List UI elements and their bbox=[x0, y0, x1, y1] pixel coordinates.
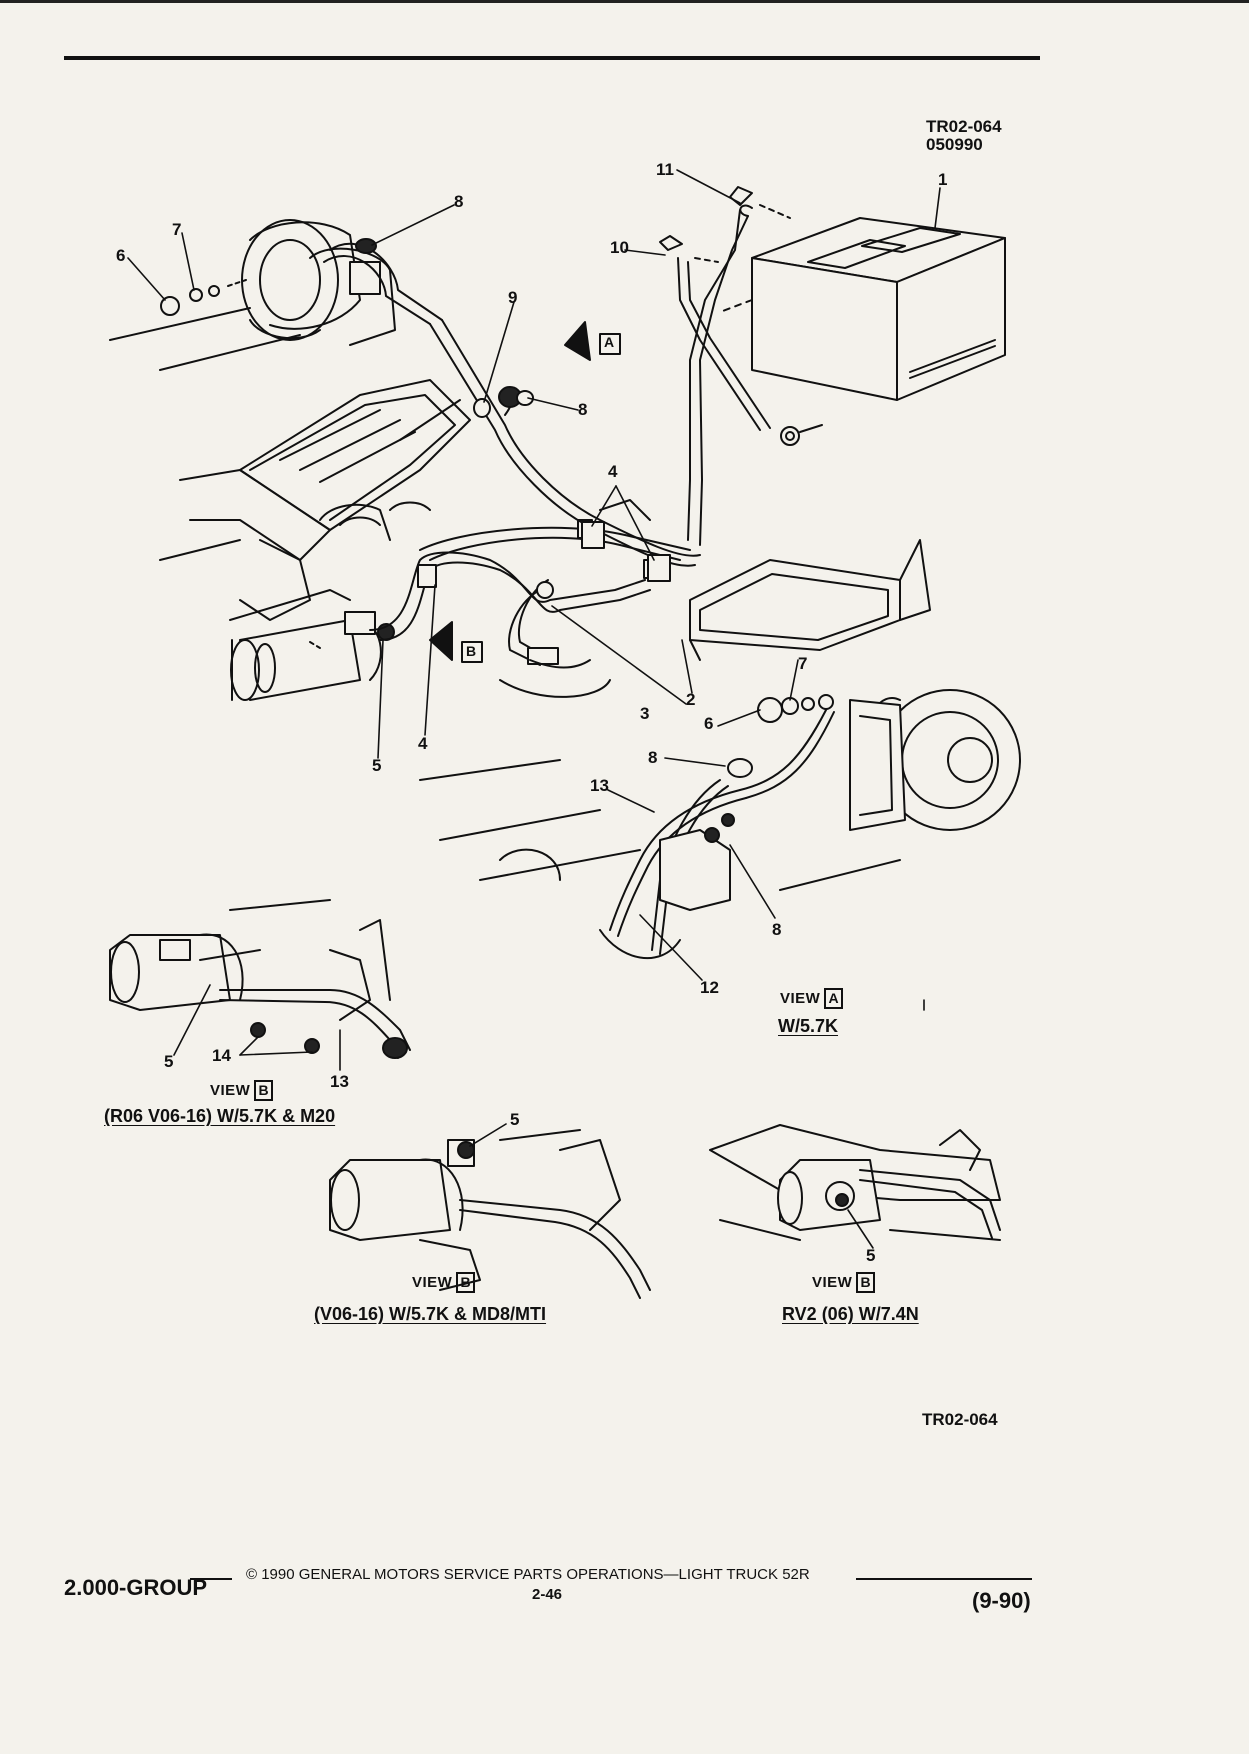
figure-reference-bottom: TR02-064 bbox=[922, 1410, 998, 1429]
footer-copyright: © 1990 GENERAL MOTORS SERVICE PARTS OPER… bbox=[246, 1566, 810, 1583]
callout-2: 2 bbox=[686, 690, 696, 709]
callout-7-right: 7 bbox=[798, 654, 808, 673]
view-b-m20-caption: (R06 V06-16) W/5.7K & M20 bbox=[104, 1106, 336, 1126]
view-a-letter-box: A bbox=[824, 988, 844, 1009]
view-a-caption: W/5.7K bbox=[778, 1016, 839, 1036]
engine-block-drawing bbox=[159, 379, 471, 621]
footer-page-number: 2-46 bbox=[532, 1586, 563, 1603]
callout-8-mid: 8 bbox=[578, 400, 588, 419]
lower-alternator-drawing bbox=[739, 689, 1021, 891]
view-b-md8-letter-box: B bbox=[456, 1272, 476, 1293]
footer-rule-right bbox=[856, 1578, 1032, 1580]
upper-alternator-drawing bbox=[109, 219, 443, 371]
view-b-md8-word: VIEW bbox=[412, 1274, 453, 1291]
footer-rule-left bbox=[190, 1578, 232, 1580]
figure-reference-code: TR02-064 bbox=[926, 117, 1002, 136]
view-b-rv2-caption: RV2 (06) W/7.4N bbox=[782, 1304, 919, 1324]
callout-6-top: 6 bbox=[116, 246, 126, 265]
callout-1: 1 bbox=[938, 170, 948, 189]
callout-9: 9 bbox=[508, 288, 518, 307]
callout-13-right: 13 bbox=[590, 776, 609, 795]
starter-cables bbox=[369, 519, 691, 698]
footer-revision-date: (9-90) bbox=[972, 1588, 1031, 1613]
callout-10: 10 bbox=[610, 238, 629, 257]
inset-view-b-m20-drawing bbox=[109, 899, 411, 1059]
view-b-md8-caption: (V06-16) W/5.7K & MD8/MTI bbox=[314, 1304, 547, 1324]
view-a-cables bbox=[419, 758, 753, 959]
view-arrows bbox=[429, 321, 621, 663]
figure-reference-date: 050990 bbox=[926, 135, 983, 154]
callout-14-inset: 14 bbox=[212, 1046, 231, 1065]
callout-6-right: 6 bbox=[704, 714, 714, 733]
arrow-a-letter: A bbox=[604, 334, 615, 350]
callout-5-inset: 5 bbox=[164, 1052, 174, 1071]
page-top-border bbox=[0, 0, 1249, 3]
callout-11: 11 bbox=[656, 160, 674, 179]
arrow-b-letter: B bbox=[466, 643, 477, 659]
heading-rule bbox=[64, 56, 1040, 60]
callout-5-mid: 5 bbox=[372, 756, 382, 775]
view-b-rv2-word: VIEW bbox=[812, 1274, 853, 1291]
battery-drawing bbox=[719, 217, 1006, 401]
inset-view-b-rv2-drawing bbox=[709, 1124, 1001, 1241]
callout-4-top: 4 bbox=[608, 462, 618, 481]
callout-4-mid: 4 bbox=[418, 734, 428, 753]
view-b-m20-word: VIEW bbox=[210, 1082, 251, 1099]
inset-view-b-md8-drawing bbox=[329, 1129, 651, 1299]
main-cable-run bbox=[429, 319, 701, 582]
view-b-m20-letter-box: B bbox=[254, 1080, 274, 1101]
callout-8-right: 8 bbox=[648, 748, 658, 767]
callout-5-rv2: 5 bbox=[866, 1246, 876, 1265]
callout-3: 3 bbox=[640, 704, 650, 723]
starter-motor-drawing bbox=[229, 589, 395, 701]
callout-8-top: 8 bbox=[454, 192, 464, 211]
callout-13-inset: 13 bbox=[330, 1072, 349, 1091]
callout-5-md8: 5 bbox=[510, 1110, 520, 1129]
callout-8-low: 8 bbox=[772, 920, 782, 939]
callout-12: 12 bbox=[700, 978, 719, 997]
callout-7-top: 7 bbox=[172, 220, 182, 239]
leader-lines bbox=[127, 169, 941, 1249]
battery-tray-drawing bbox=[689, 539, 931, 661]
view-a-word: VIEW bbox=[780, 990, 821, 1007]
footer-group: 2.000-GROUP bbox=[64, 1575, 208, 1600]
view-b-rv2-letter-box: B bbox=[856, 1272, 876, 1293]
